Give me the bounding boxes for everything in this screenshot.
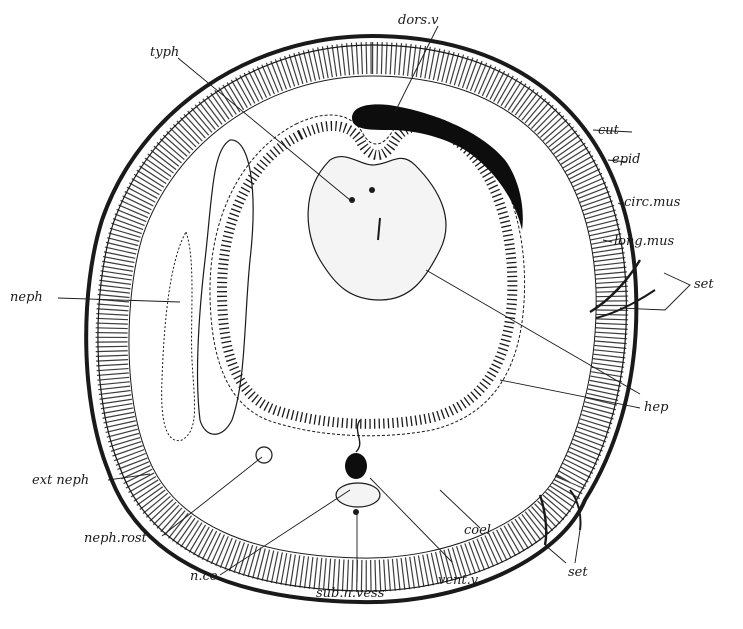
label-hep: hep — [644, 401, 668, 414]
label-n-co: n.co — [190, 570, 218, 583]
label-coel: coel — [464, 524, 491, 537]
sub-neural-vessel — [353, 509, 359, 515]
label-ext-neph: ext neph — [32, 474, 89, 487]
nephrostome — [256, 447, 272, 463]
label-circ-mus: circ.mus — [624, 196, 680, 209]
label-long-mus: long.mus — [614, 235, 674, 248]
label-neph: neph — [10, 291, 43, 304]
label-cut: cut — [598, 124, 619, 137]
label-set-lower: set — [568, 566, 588, 579]
ventral-vessel — [345, 453, 367, 479]
label-typh: typh — [150, 46, 179, 59]
label-epid: epid — [612, 153, 641, 166]
seta-upper-2 — [596, 290, 655, 318]
label-sub-n-vess: sub.n.vess — [316, 587, 384, 600]
label-dors-v: dors.v — [398, 14, 439, 27]
typhlosole-fold — [308, 157, 446, 300]
nephridium-tubule — [162, 232, 195, 441]
label-vent-v: vent.v — [438, 574, 478, 587]
label-set-upper: set — [694, 278, 714, 291]
typhlosole-dot-right — [369, 187, 375, 193]
label-neph-rost: neph.rost — [84, 532, 147, 545]
